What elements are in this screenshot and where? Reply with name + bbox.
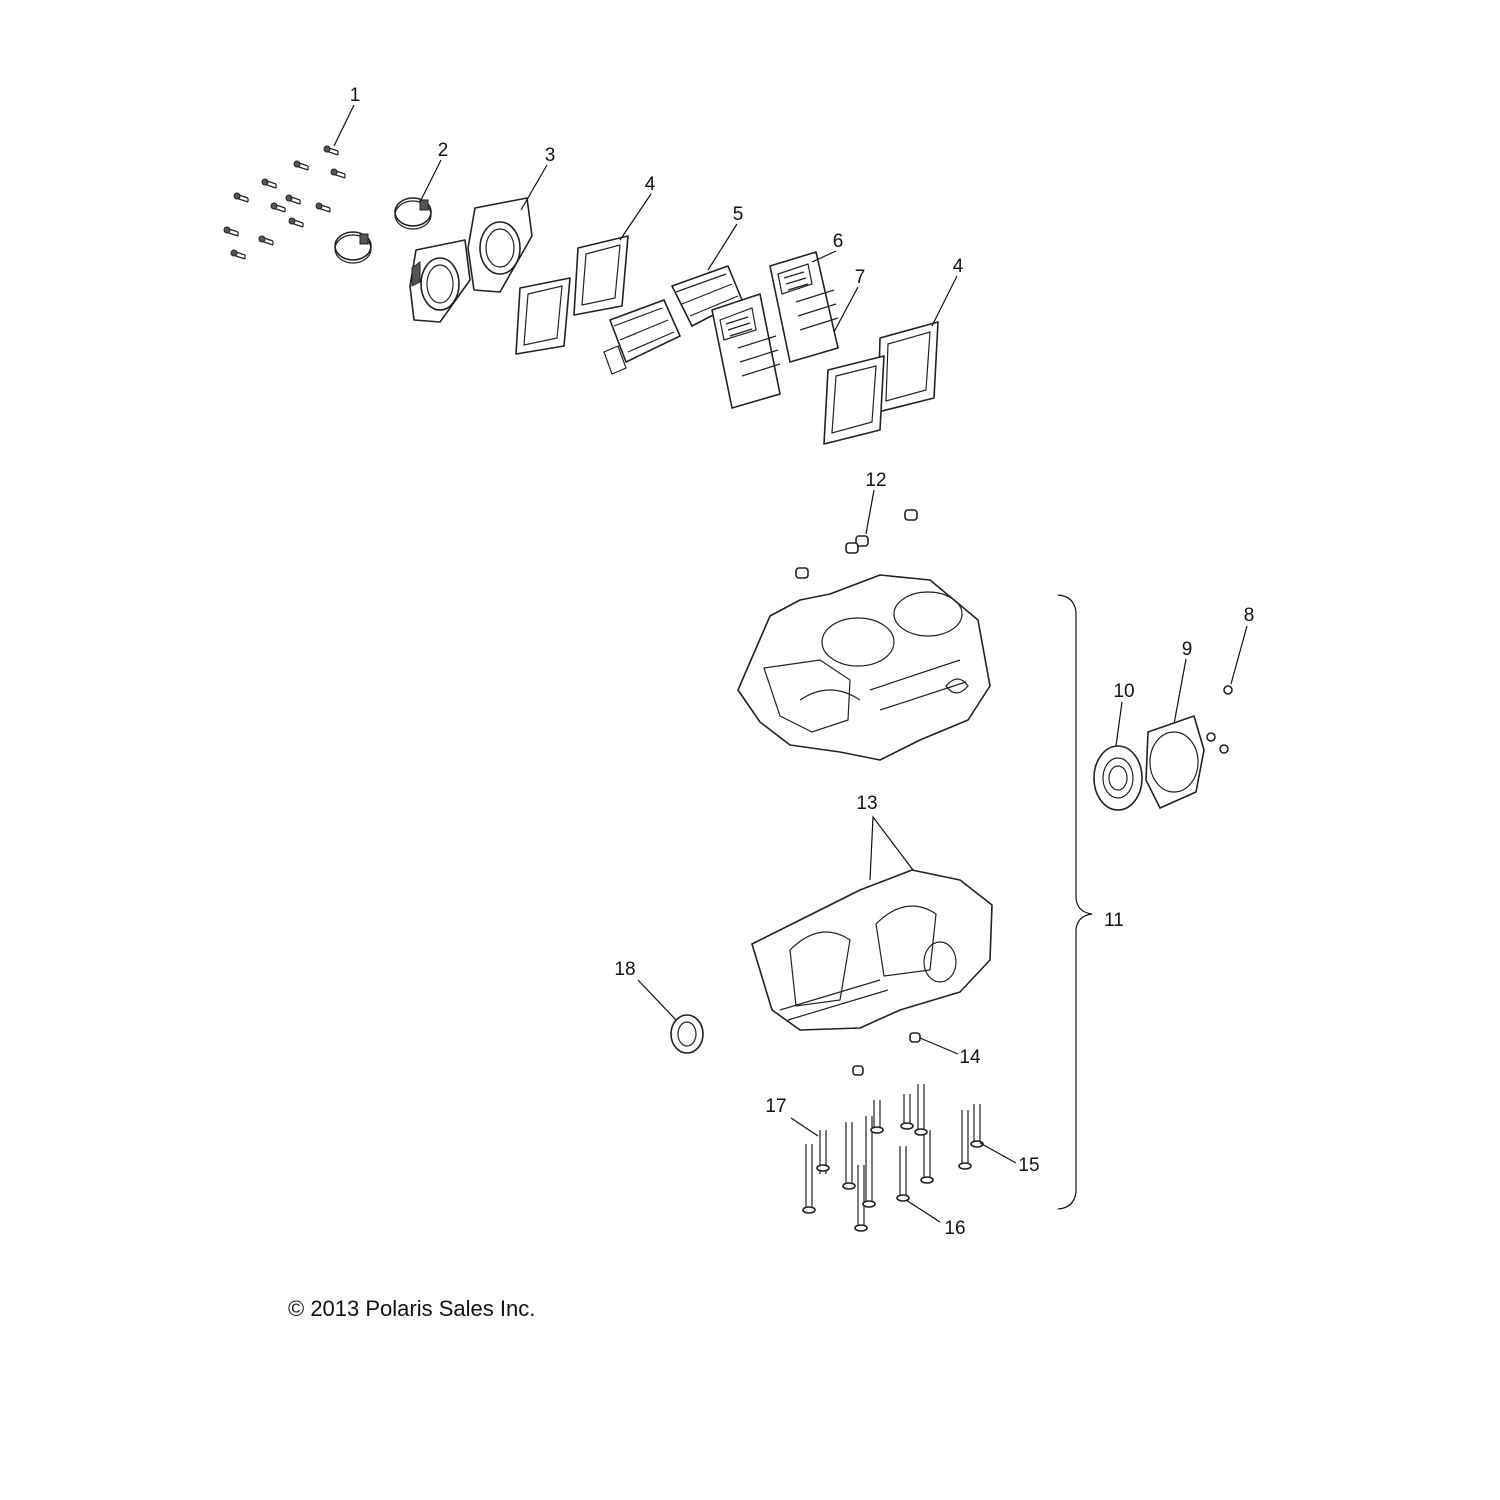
- callout-2: 2: [438, 140, 449, 161]
- seal-part-10: [1093, 745, 1143, 811]
- callout-13: 13: [856, 793, 877, 814]
- callout-9: 9: [1182, 639, 1193, 660]
- callout-5: 5: [733, 204, 744, 225]
- reed-block-part-5: [603, 265, 743, 375]
- gasket-part-4-left: [515, 235, 629, 355]
- callout-4-left: 4: [645, 174, 656, 195]
- screw-set-part-1: [223, 145, 346, 260]
- dowel-pin-part-14: [852, 1032, 921, 1076]
- hose-clamp-part-2: [334, 197, 432, 264]
- lower-crankcase: [751, 869, 993, 1031]
- upper-crankcase: [737, 574, 991, 761]
- dowel-pin-part-12: [795, 509, 918, 579]
- callout-15: 15: [1018, 1155, 1039, 1176]
- cover-part-9: [1145, 715, 1205, 809]
- callout-14: 14: [959, 1047, 981, 1068]
- gasket-part-4-right: [823, 321, 939, 445]
- callout-1: 1: [350, 85, 361, 106]
- screw-part-8: [1206, 685, 1233, 754]
- callout-4-right: 4: [953, 256, 964, 277]
- callout-18: 18: [614, 959, 635, 980]
- reed-cage-part-6: [711, 251, 839, 409]
- assembly-bracket-11: [1057, 594, 1093, 1210]
- bolt-set-parts-15-16-17: [805, 1084, 981, 1230]
- callout-7: 7: [855, 267, 866, 288]
- callout-11: 11: [1104, 910, 1124, 931]
- leader-lines: [333, 104, 1248, 1223]
- callout-8: 8: [1244, 605, 1255, 626]
- callout-16: 16: [944, 1218, 965, 1239]
- callout-3: 3: [545, 145, 556, 166]
- reed-petal-part-7: [737, 289, 839, 377]
- intake-adapter-part-3: [409, 197, 533, 323]
- callout-12: 12: [865, 470, 886, 491]
- callout-17: 17: [765, 1096, 786, 1117]
- callout-6: 6: [833, 231, 844, 252]
- callout-10: 10: [1113, 681, 1134, 702]
- oil-seal-part-18: [670, 1014, 704, 1054]
- copyright-notice: © 2013 Polaris Sales Inc.: [288, 1296, 536, 1321]
- callout-labels: 1 2 3 4 5 6 7 4 8 9 10 11 12 13 14 15 16…: [350, 85, 1255, 1239]
- bolt-heads: [802, 1122, 984, 1232]
